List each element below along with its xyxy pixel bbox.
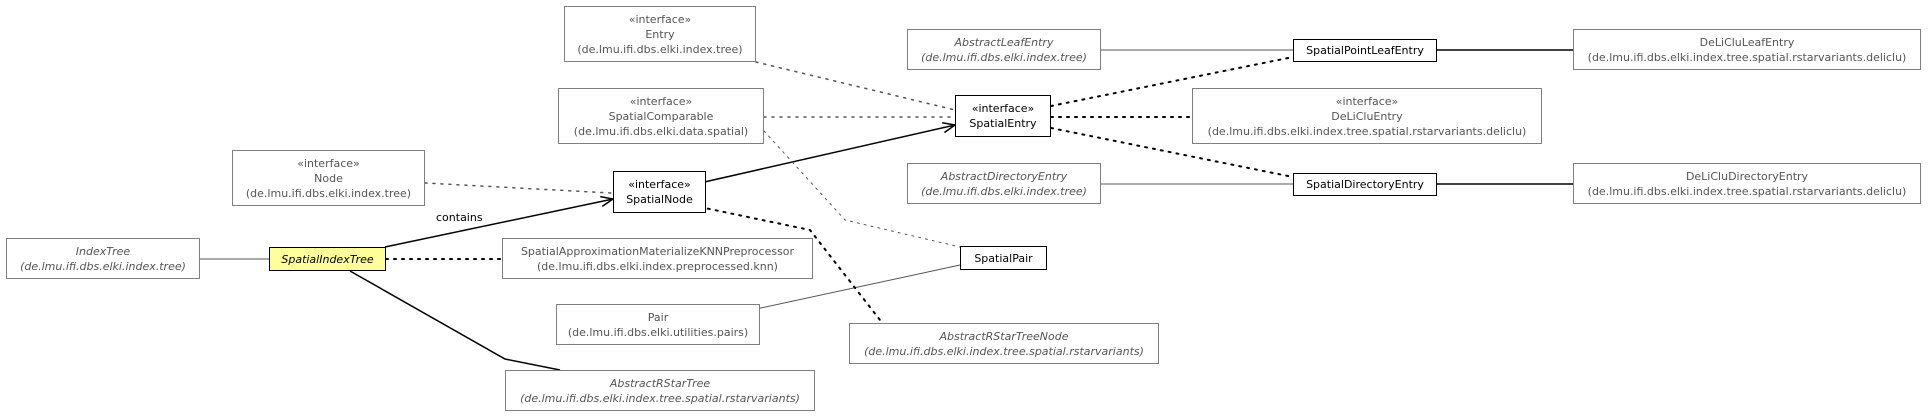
- class-spatial-point-leaf-entry[interactable]: SpatialPointLeafEntry: [1293, 39, 1437, 62]
- edge-spatialnode-spatialentry: [699, 125, 955, 184]
- abstract-rstar-tree-package: (de.lmu.ifi.dbs.elki.index.tree.spatial.…: [520, 391, 800, 405]
- abstract-leaf-entry-name: AbstractLeafEntry: [954, 35, 1054, 49]
- edge-spatialindextree-spatialnode: [384, 199, 613, 248]
- spatial-pair-name: SpatialPair: [974, 251, 1033, 265]
- spatial-point-leaf-entry-name: SpatialPointLeafEntry: [1306, 44, 1424, 57]
- edge-spatialentry-spatialdirectoryentry: [1050, 127, 1294, 178]
- pair-package: (de.lmu.ifi.dbs.elki.utilities.pairs): [567, 325, 749, 339]
- abstract-directory-entry-name: AbstractDirectoryEntry: [940, 169, 1068, 183]
- edge-label-contains: contains: [436, 211, 483, 224]
- abstract-rstar-tree-name: AbstractRStarTree: [609, 376, 711, 390]
- spatial-index-tree-name: SpatialIndexTree: [281, 252, 374, 266]
- abstract-rstar-tree-node-package: (de.lmu.ifi.dbs.elki.index.tree.spatial.…: [864, 344, 1144, 358]
- class-abstract-directory-entry[interactable]: AbstractDirectoryEntry (de.lmu.ifi.dbs.e…: [907, 163, 1101, 204]
- knn-preprocessor-name: SpatialApproximationMaterializeKNNPrepro…: [520, 244, 795, 258]
- class-abstract-leaf-entry[interactable]: AbstractLeafEntry (de.lmu.ifi.dbs.elki.i…: [907, 29, 1101, 70]
- spatial-node-name: SpatialNode: [626, 193, 693, 206]
- class-spatial-directory-entry[interactable]: SpatialDirectoryEntry: [1293, 173, 1437, 196]
- edge-spatialnode-abstractrstartreenode: [699, 206, 881, 321]
- node-package: (de.lmu.ifi.dbs.elki.index.tree): [245, 186, 412, 200]
- spatial-entry-stereotype: «interface»: [971, 102, 1035, 115]
- node-stereotype: «interface»: [297, 156, 360, 170]
- edge-spatialindextree-abstractrstartree: [349, 270, 561, 371]
- pair-name: Pair: [647, 310, 669, 324]
- deliclu-entry-stereotype: «interface»: [1335, 94, 1399, 108]
- class-spatial-node[interactable]: «interface» SpatialNode: [613, 171, 706, 213]
- deliclu-directory-entry-name: DeLiCluDirectoryEntry: [1685, 169, 1809, 183]
- entry-stereotype: «interface»: [628, 12, 692, 26]
- entry-package: (de.lmu.ifi.dbs.elki.index.tree): [577, 42, 743, 56]
- class-deliclu-directory-entry[interactable]: DeLiCluDirectoryEntry (de.lmu.ifi.dbs.el…: [1573, 163, 1921, 204]
- spatial-comparable-package: (de.lmu.ifi.dbs.elki.data.spatial): [573, 124, 749, 138]
- deliclu-entry-name: DeLiCluEntry: [1331, 109, 1403, 123]
- abstract-rstar-tree-node-name: AbstractRStarTreeNode: [939, 329, 1069, 343]
- edge-node-spatialnode: [424, 182, 612, 194]
- class-entry[interactable]: «interface» Entry (de.lmu.ifi.dbs.elki.i…: [564, 6, 756, 62]
- abstract-leaf-entry-package: (de.lmu.ifi.dbs.elki.index.tree): [921, 50, 1087, 64]
- spatial-directory-entry-name: SpatialDirectoryEntry: [1306, 178, 1424, 191]
- spatial-comparable-name: SpatialComparable: [608, 109, 714, 123]
- class-knn-preprocessor[interactable]: SpatialApproximationMaterializeKNNPrepro…: [502, 238, 813, 279]
- class-deliclu-entry[interactable]: «interface» DeLiCluEntry (de.lmu.ifi.dbs…: [1192, 88, 1542, 144]
- edge-pair-spatialpair: [746, 264, 961, 312]
- class-spatial-entry[interactable]: «interface» SpatialEntry: [955, 95, 1051, 137]
- class-pair[interactable]: Pair (de.lmu.ifi.dbs.elki.utilities.pair…: [556, 304, 760, 345]
- spatial-entry-name: SpatialEntry: [969, 117, 1037, 130]
- index-tree-name: IndexTree: [75, 244, 131, 258]
- deliclu-leaf-entry-name: DeLiCluLeafEntry: [1699, 35, 1795, 49]
- entry-name: Entry: [645, 27, 675, 41]
- edge-spatialentry-spatialpointleafentry: [1050, 56, 1294, 107]
- class-node[interactable]: «interface» Node (de.lmu.ifi.dbs.elki.in…: [232, 150, 425, 206]
- spatial-comparable-stereotype: «interface»: [629, 94, 693, 108]
- class-spatial-pair[interactable]: SpatialPair: [960, 246, 1047, 270]
- index-tree-package: (de.lmu.ifi.dbs.elki.index.tree): [20, 259, 186, 273]
- class-deliclu-leaf-entry[interactable]: DeLiCluLeafEntry (de.lmu.ifi.dbs.elki.in…: [1573, 29, 1921, 70]
- knn-preprocessor-package: (de.lmu.ifi.dbs.elki.index.preprocessed.…: [537, 259, 778, 273]
- edge-spatialcomparable-spatialpair: [763, 130, 961, 248]
- deliclu-leaf-entry-package: (de.lmu.ifi.dbs.elki.index.tree.spatial.…: [1587, 50, 1907, 64]
- class-abstract-rstar-tree-node[interactable]: AbstractRStarTreeNode (de.lmu.ifi.dbs.el…: [849, 323, 1159, 364]
- deliclu-directory-entry-package: (de.lmu.ifi.dbs.elki.index.tree.spatial.…: [1587, 184, 1907, 198]
- spatial-node-stereotype: «interface»: [628, 178, 691, 191]
- class-abstract-rstar-tree[interactable]: AbstractRStarTree (de.lmu.ifi.dbs.elki.i…: [505, 370, 815, 411]
- deliclu-entry-package: (de.lmu.ifi.dbs.elki.index.tree.spatial.…: [1207, 124, 1527, 138]
- edge-entry-spatialentry: [755, 61, 956, 111]
- class-spatial-index-tree[interactable]: SpatialIndexTree: [269, 247, 386, 271]
- node-name: Node: [314, 171, 343, 185]
- class-index-tree[interactable]: IndexTree (de.lmu.ifi.dbs.elki.index.tre…: [6, 238, 200, 279]
- class-spatial-comparable[interactable]: «interface» SpatialComparable (de.lmu.if…: [558, 88, 764, 144]
- abstract-directory-entry-package: (de.lmu.ifi.dbs.elki.index.tree): [921, 184, 1087, 198]
